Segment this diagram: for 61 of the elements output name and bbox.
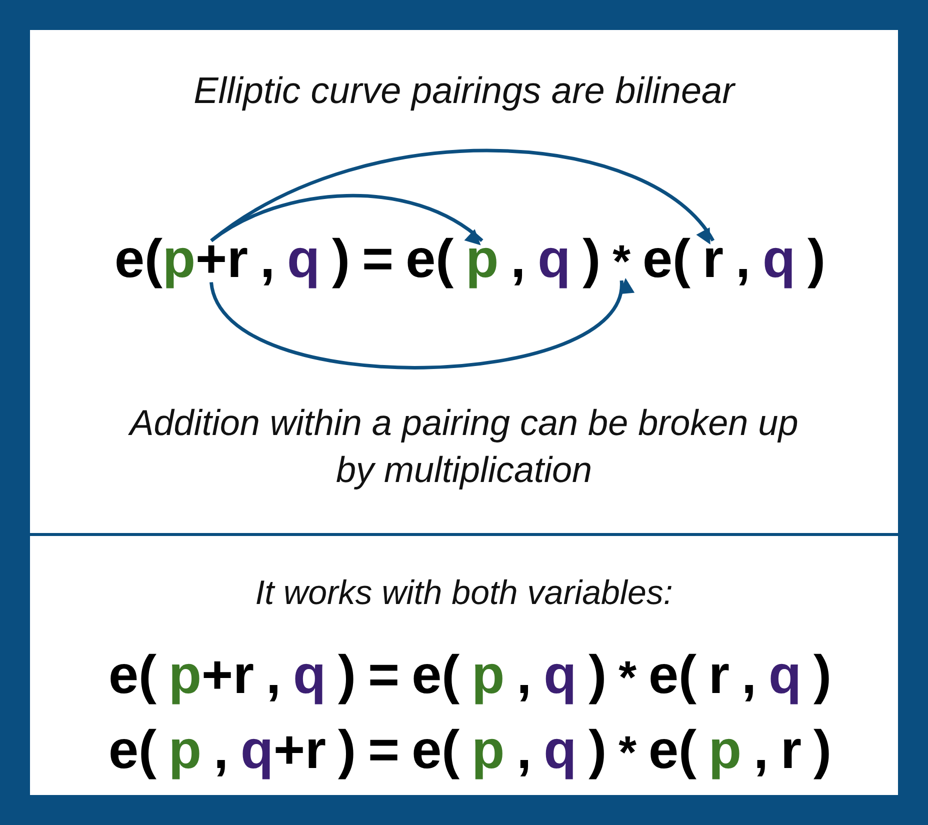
equation-term: q xyxy=(762,230,796,290)
equation-term: r xyxy=(233,646,254,706)
multiply-sign: * xyxy=(618,652,636,703)
equation-term: e( xyxy=(406,230,454,290)
equation-term: e( xyxy=(108,646,156,706)
equation-term: r xyxy=(780,721,802,780)
equation-term: ) xyxy=(338,646,356,706)
equation-term: , xyxy=(260,230,276,290)
multiply-sign: * xyxy=(618,727,636,778)
equation-term: q xyxy=(544,646,577,706)
equation-term: e( xyxy=(114,230,162,290)
caption: Addition within a pairing can be broken up by multiplication xyxy=(127,401,800,492)
equation-term: ) xyxy=(588,721,607,780)
equation-term: , xyxy=(213,721,228,780)
equation-term: p xyxy=(466,230,499,290)
equation-term: , xyxy=(742,646,757,706)
equation-term: ) xyxy=(814,646,832,706)
equation-term: = xyxy=(362,230,394,290)
equation-term: ) xyxy=(338,721,356,780)
equation-term: ) xyxy=(808,230,826,290)
equation-term: q xyxy=(287,230,320,290)
equation-term: , xyxy=(754,721,769,780)
equation-term: p xyxy=(162,230,196,290)
equation-term: ) xyxy=(814,721,832,780)
equation-term: r xyxy=(227,230,248,290)
equation-term: p xyxy=(168,646,202,706)
equation-term: q xyxy=(768,646,802,706)
equation-term: p xyxy=(168,721,202,780)
equation-term: , xyxy=(736,230,751,290)
equation-term: ) xyxy=(332,230,350,290)
equation-term: + xyxy=(201,646,234,706)
equation-term: r xyxy=(708,646,730,706)
equation-term: e( xyxy=(412,646,460,706)
title: Elliptic curve pairings are bilinear xyxy=(192,70,737,112)
equation-term: r xyxy=(305,721,326,780)
equation-term: , xyxy=(516,721,532,780)
equation-term: = xyxy=(368,646,400,706)
equation-term: + xyxy=(195,230,228,290)
equation-term: p xyxy=(708,721,742,780)
equation-term: ) xyxy=(582,230,601,290)
equation-term: q xyxy=(240,721,274,780)
equation-term: e( xyxy=(648,721,697,780)
equation-term: r xyxy=(702,230,724,290)
equation-term: e( xyxy=(108,721,156,780)
equation-term: , xyxy=(516,646,532,706)
curved-arrow xyxy=(210,149,714,245)
equation-term: = xyxy=(368,721,400,780)
equation-term: , xyxy=(510,230,526,290)
equation-term: q xyxy=(293,646,326,706)
equation-term: q xyxy=(544,721,577,780)
equation-term: p xyxy=(472,721,505,780)
equation-term: e( xyxy=(412,721,460,780)
multiply-sign: * xyxy=(612,236,630,287)
equation-term: p xyxy=(472,646,505,706)
equation-term: e( xyxy=(642,230,691,290)
note: It works with both variables: xyxy=(254,573,674,614)
equation-term: , xyxy=(266,646,282,706)
equation-term: e( xyxy=(648,646,697,706)
equation-term: + xyxy=(273,721,306,780)
equation-term: ) xyxy=(588,646,607,706)
equation-term: q xyxy=(538,230,571,290)
